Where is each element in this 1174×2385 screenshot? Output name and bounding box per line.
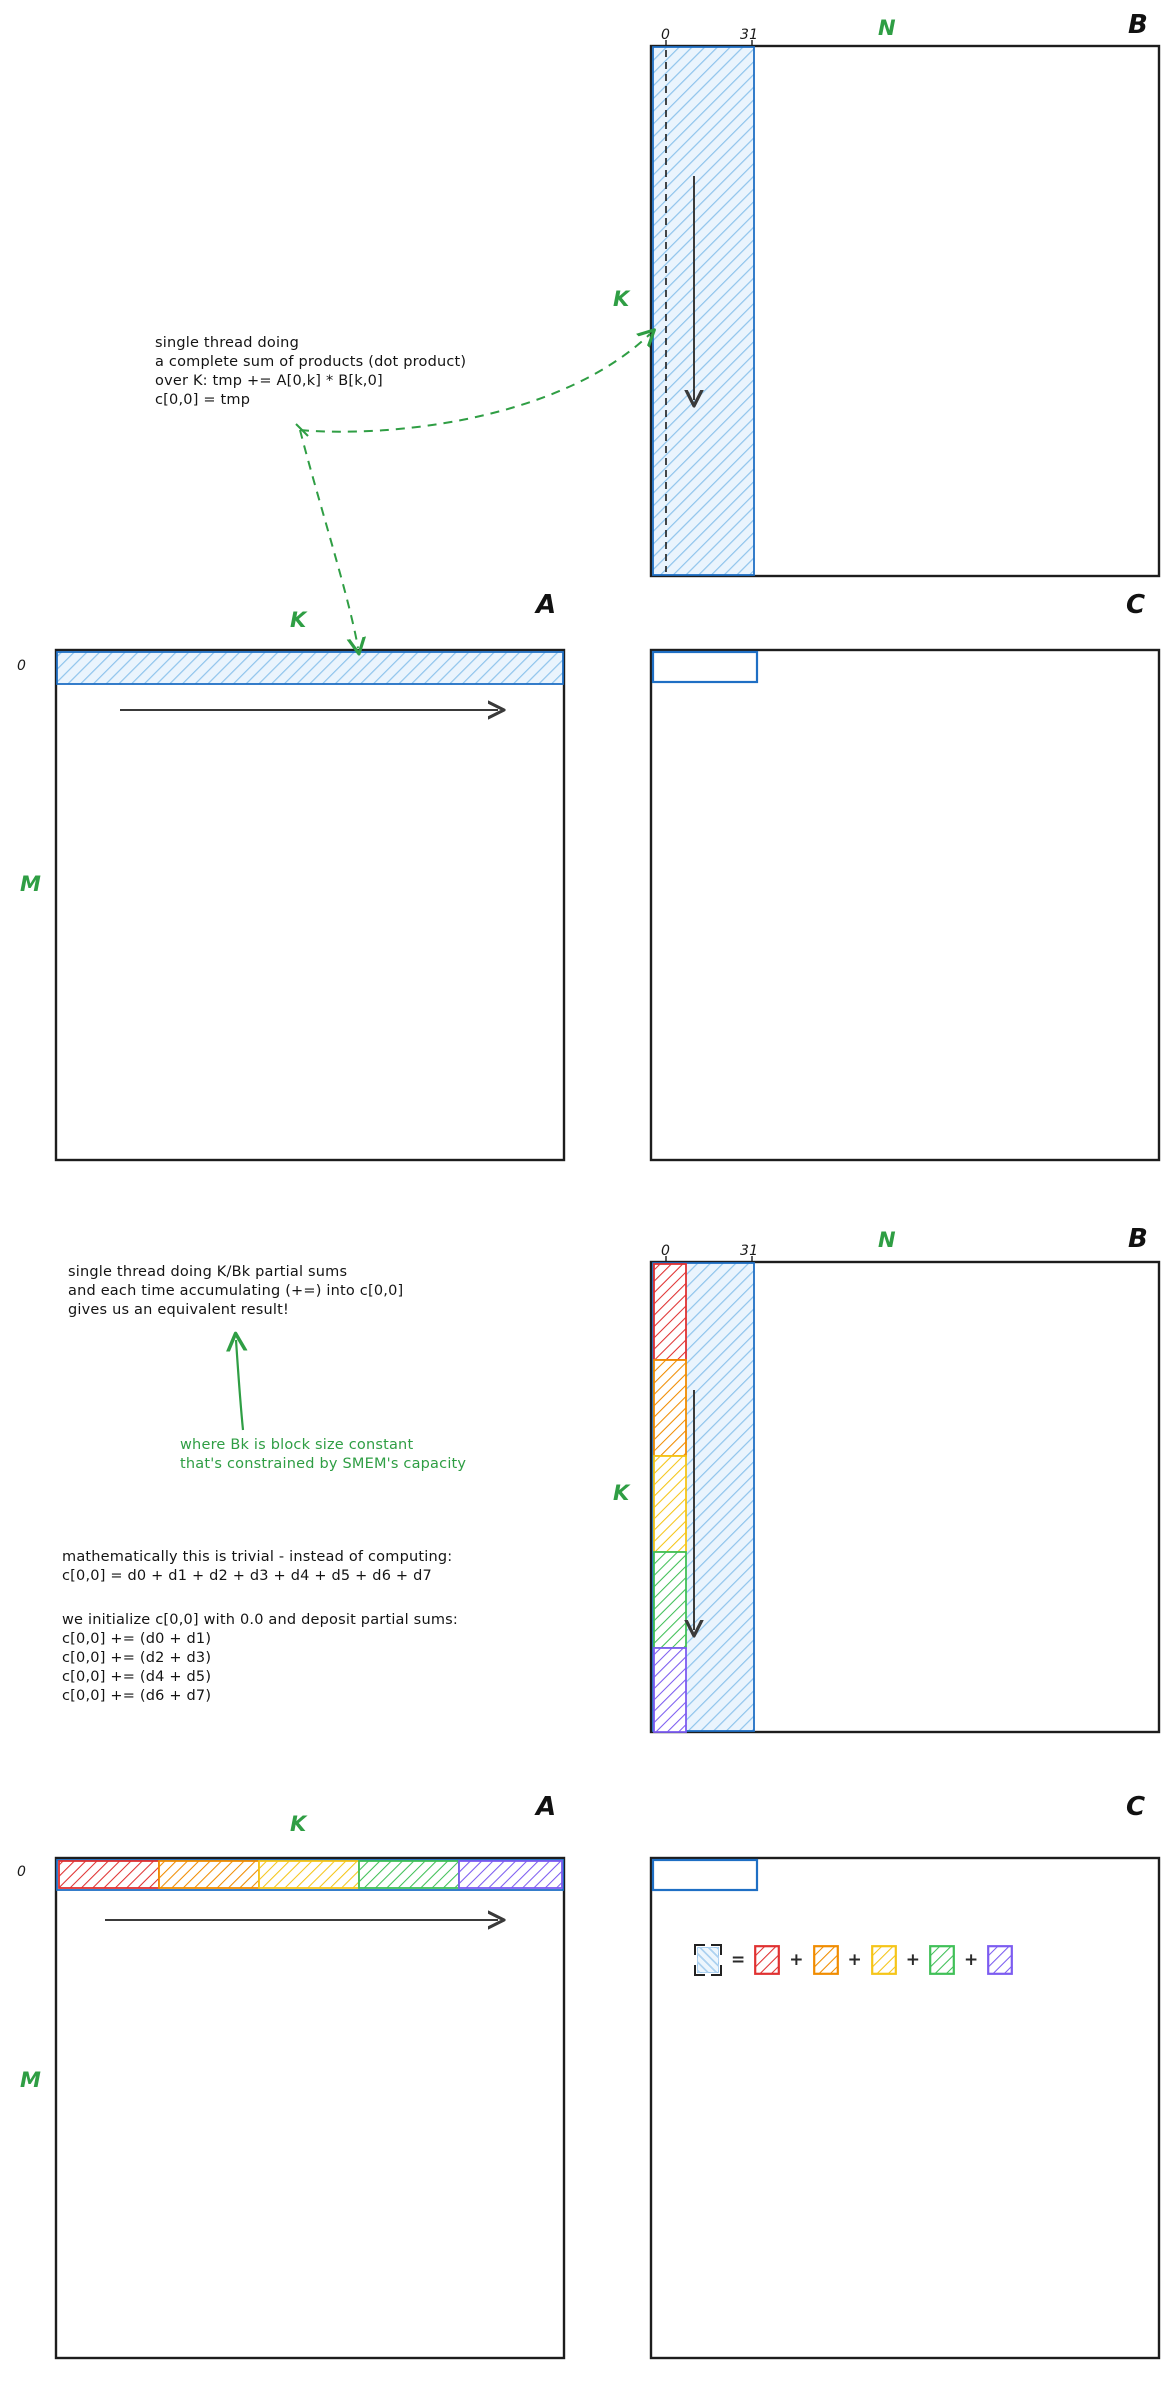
matrix-a-top	[54, 648, 566, 1162]
math-line-6: c[0,0] += (d4 + d5)	[62, 1669, 212, 1685]
matrix-a-top-row-0: 0	[17, 658, 27, 674]
note-bottom-line-1: single thread doing K/Bk partial sums	[68, 1264, 348, 1280]
matrix-b-top-k-label: K	[613, 287, 630, 311]
matrix-a-bottom-row-0: 0	[17, 1864, 27, 1880]
math-line-1: mathematically this is trivial - instead…	[62, 1549, 453, 1565]
matrix-c-top-label: C	[1126, 590, 1146, 620]
math-line-3: we initialize c[0,0] with 0.0 and deposi…	[62, 1612, 458, 1628]
matrix-b-top	[649, 40, 1161, 578]
legend-equals-sign: =	[731, 1950, 746, 1970]
note-bottom-line-2: and each time accumulating (+=) into c[0…	[68, 1283, 404, 1299]
note-top-line-3: over K: tmp += A[0,k] * B[k,0]	[155, 373, 383, 389]
legend-chip-yellow	[870, 1945, 897, 1975]
legend-chip-orange	[812, 1945, 839, 1975]
callout-arrow-bk	[236, 1340, 243, 1431]
legend-plus-1: +	[789, 1950, 804, 1970]
legend-plus-3: +	[905, 1950, 920, 1970]
matrix-a-bottom-k-label: K	[290, 1812, 307, 1836]
note-top-line-4: c[0,0] = tmp	[155, 392, 251, 408]
legend-chip-red	[754, 1945, 781, 1975]
note-bottom-line-3: gives us an equivalent result!	[68, 1302, 290, 1318]
matrix-b-bottom-tick-31: 31	[740, 1243, 759, 1259]
matrix-b-top-label: B	[1128, 10, 1149, 40]
matrix-c-bottom	[649, 1856, 1161, 2360]
matrix-b-bottom-n-label: N	[878, 1228, 896, 1252]
legend-chip-purple	[987, 1945, 1014, 1975]
partial-sums-legend: = + + + +	[694, 1944, 1014, 1976]
matrix-a-top-k-label: K	[290, 608, 307, 632]
math-line-2: c[0,0] = d0 + d1 + d2 + d3 + d4 + d5 + d…	[62, 1568, 432, 1584]
matrix-b-bottom	[649, 1256, 1161, 1734]
matrix-a-top-m-label: M	[20, 872, 42, 896]
matrix-c-top	[649, 648, 1161, 1162]
note-top-line-2: a complete sum of products (dot product)	[155, 354, 467, 370]
matrix-a-bottom	[54, 1856, 566, 2360]
matrix-a-bottom-label: A	[536, 1792, 557, 1822]
math-line-4: c[0,0] += (d0 + d1)	[62, 1631, 212, 1647]
matrix-b-bottom-label: B	[1128, 1224, 1149, 1254]
matrix-a-bottom-m-label: M	[20, 2068, 42, 2092]
matrix-b-top-tick-31: 31	[740, 27, 759, 43]
note-bk-line-1: where Bk is block size constant	[180, 1437, 414, 1453]
callout-arrows-top	[295, 334, 650, 648]
note-top-line-1: single thread doing	[155, 335, 299, 351]
math-line-5: c[0,0] += (d2 + d3)	[62, 1650, 212, 1666]
matrix-c-bottom-label: C	[1126, 1792, 1146, 1822]
matrix-b-bottom-tick-0: 0	[661, 1243, 671, 1259]
math-line-7: c[0,0] += (d6 + d7)	[62, 1688, 212, 1704]
matrix-b-top-tick-0: 0	[661, 27, 671, 43]
legend-result-chip	[694, 1944, 722, 1976]
note-bk-line-2: that's constrained by SMEM's capacity	[180, 1456, 467, 1472]
matrix-b-bottom-k-label: K	[613, 1481, 630, 1505]
legend-plus-4: +	[964, 1950, 979, 1970]
matrix-b-top-n-label: N	[878, 16, 896, 40]
matrix-a-top-label: A	[536, 590, 557, 620]
legend-plus-2: +	[847, 1950, 862, 1970]
legend-chip-green	[929, 1945, 955, 1975]
